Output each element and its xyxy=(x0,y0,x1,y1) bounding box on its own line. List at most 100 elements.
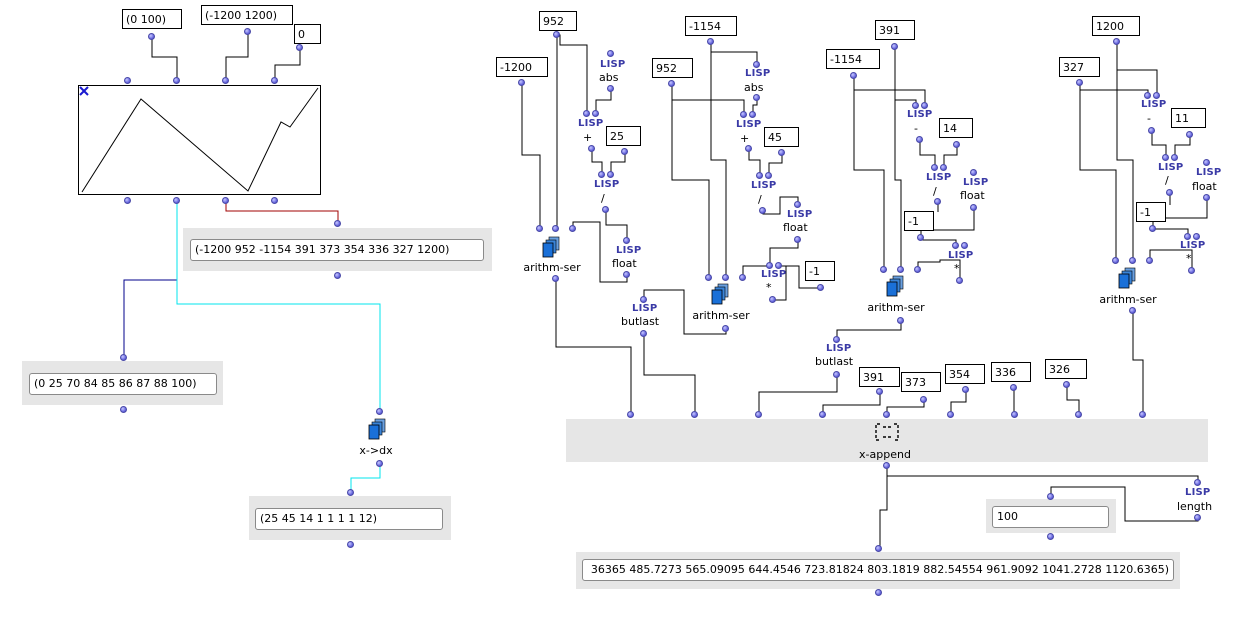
inlet-dot[interactable] xyxy=(334,220,341,227)
outlet-dot[interactable] xyxy=(769,296,776,303)
connection-wire[interactable] xyxy=(595,89,612,114)
connection-wire[interactable] xyxy=(894,47,917,106)
inlet-dot[interactable] xyxy=(552,225,559,232)
inlet-dot[interactable] xyxy=(1112,257,1119,264)
inlet-dot[interactable] xyxy=(1129,257,1136,264)
connection-wire[interactable] xyxy=(225,32,249,81)
close-icon[interactable] xyxy=(79,86,89,96)
inlet-dot[interactable] xyxy=(1075,411,1082,418)
connection-wire[interactable] xyxy=(1116,42,1158,96)
inlet-dot[interactable] xyxy=(833,336,840,343)
connection-wire[interactable] xyxy=(1174,135,1191,158)
inlet-dot[interactable] xyxy=(1203,159,1210,166)
lisp-box[interactable]: LISP xyxy=(1196,167,1222,178)
dx-list-output[interactable]: (25 45 14 1 1 1 1 12) xyxy=(255,508,443,530)
inlet-dot[interactable] xyxy=(912,102,919,109)
connection-wire[interactable] xyxy=(1116,42,1134,261)
connection-wire[interactable] xyxy=(943,145,958,168)
outlet-dot[interactable] xyxy=(1047,533,1054,540)
outlet-dot[interactable] xyxy=(745,145,752,152)
outlet-dot[interactable] xyxy=(897,317,904,324)
connection-wire[interactable] xyxy=(610,152,626,175)
x-list-output[interactable]: (0 25 70 84 85 86 87 88 100) xyxy=(29,373,217,395)
connection-wire[interactable] xyxy=(643,334,696,415)
outlet-dot[interactable] xyxy=(778,149,785,156)
connection-wire[interactable] xyxy=(917,259,961,281)
connection-wire[interactable] xyxy=(894,47,902,270)
outlet-dot[interactable] xyxy=(334,272,341,279)
outlet-dot[interactable] xyxy=(1186,131,1193,138)
inlet-dot[interactable] xyxy=(961,242,968,249)
inlet-dot[interactable] xyxy=(940,164,947,171)
number-box[interactable]: 14 xyxy=(939,118,973,138)
inlet-dot[interactable] xyxy=(931,164,938,171)
outlet-dot[interactable] xyxy=(916,136,923,143)
inlet-dot[interactable] xyxy=(569,225,576,232)
connection-wire[interactable] xyxy=(605,210,628,241)
connection-wire[interactable] xyxy=(879,466,888,549)
inlet-dot[interactable] xyxy=(271,77,278,84)
inlet-dot[interactable] xyxy=(705,274,712,281)
inlet-dot[interactable] xyxy=(598,171,605,178)
connection-wire[interactable] xyxy=(123,201,178,358)
number-box[interactable]: 326 xyxy=(1045,359,1087,379)
inlet-dot[interactable] xyxy=(1162,154,1169,161)
lisp-box[interactable]: LISP xyxy=(787,209,813,220)
inlet-dot[interactable] xyxy=(875,545,882,552)
inlet-dot[interactable] xyxy=(749,111,756,118)
connection-wire[interactable] xyxy=(920,238,957,246)
outlet-dot[interactable] xyxy=(621,148,628,155)
lisp-box[interactable]: LISP xyxy=(751,180,777,191)
connection-wire[interactable] xyxy=(710,42,727,278)
outlet-dot[interactable] xyxy=(962,386,969,393)
inlet-dot[interactable] xyxy=(921,102,928,109)
number-box[interactable]: 373 xyxy=(901,372,941,392)
inlet-dot[interactable] xyxy=(296,44,303,51)
inlet-dot[interactable] xyxy=(607,171,614,178)
inlet-dot[interactable] xyxy=(883,411,890,418)
inlet-dot[interactable] xyxy=(1193,233,1200,240)
outlet-dot[interactable] xyxy=(602,206,609,213)
connection-wire[interactable] xyxy=(836,321,902,340)
lisp-box[interactable]: LISP xyxy=(600,59,626,70)
inlet-dot[interactable] xyxy=(1184,233,1191,240)
outlet-dot[interactable] xyxy=(883,462,890,469)
outlet-dot[interactable] xyxy=(1149,225,1156,232)
connection-wire[interactable] xyxy=(886,400,925,415)
length-output[interactable]: 100 xyxy=(992,506,1109,528)
outlet-dot[interactable] xyxy=(876,388,883,395)
connection-wire[interactable] xyxy=(1079,83,1117,261)
connection-wire[interactable] xyxy=(591,149,603,175)
arithm-ser-box[interactable]: arithm-ser xyxy=(1096,267,1160,307)
inlet-dot[interactable] xyxy=(1146,257,1153,264)
outlet-dot[interactable] xyxy=(953,141,960,148)
arithm-ser-box[interactable]: arithm-ser xyxy=(689,283,753,323)
number-box[interactable]: -1 xyxy=(1136,202,1166,222)
connection-wire[interactable] xyxy=(274,48,301,81)
inlet-dot[interactable] xyxy=(1011,411,1018,418)
inlet-dot[interactable] xyxy=(766,262,773,269)
number-box[interactable]: (-1200 1200) xyxy=(201,5,293,25)
lisp-box[interactable]: LISP xyxy=(632,303,658,314)
connection-wire[interactable] xyxy=(557,34,588,114)
bpf-editor[interactable] xyxy=(78,85,321,195)
connection-wire[interactable] xyxy=(1132,311,1144,415)
inlet-dot[interactable] xyxy=(722,274,729,281)
outlet-dot[interactable] xyxy=(222,197,229,204)
outlet-dot[interactable] xyxy=(1129,307,1136,314)
outlet-dot[interactable] xyxy=(833,371,840,378)
lisp-box[interactable]: LISP xyxy=(594,179,620,190)
number-box[interactable]: 391 xyxy=(859,367,900,387)
outlet-dot[interactable] xyxy=(850,72,857,79)
inlet-dot[interactable] xyxy=(623,237,630,244)
inlet-dot[interactable] xyxy=(376,408,383,415)
arithm-ser-box[interactable]: arithm-ser xyxy=(520,236,584,276)
inlet-dot[interactable] xyxy=(914,266,921,273)
connection-wire[interactable] xyxy=(822,392,881,415)
lisp-box[interactable]: LISP xyxy=(926,172,952,183)
outlet-dot[interactable] xyxy=(668,80,675,87)
inlet-dot[interactable] xyxy=(970,169,977,176)
inlet-dot[interactable] xyxy=(1047,493,1054,500)
number-box[interactable]: 952 xyxy=(652,58,693,78)
connection-wire[interactable] xyxy=(671,84,745,115)
